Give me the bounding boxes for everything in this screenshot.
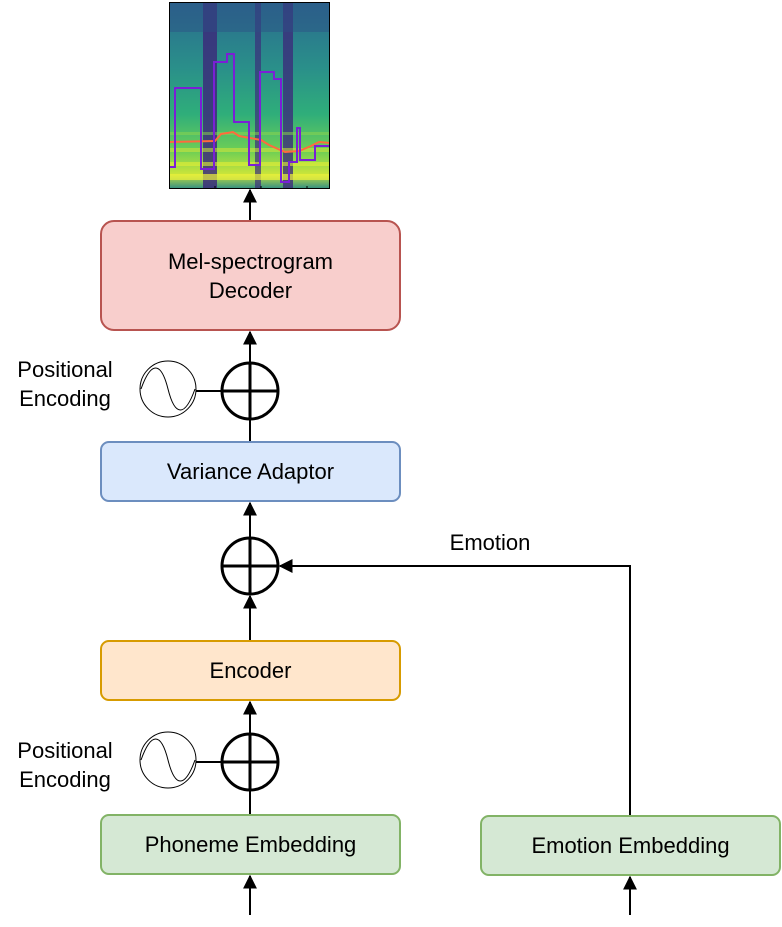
sum-node-positional-top xyxy=(220,361,280,421)
mel-decoder-label: Mel-spectrogram Decoder xyxy=(167,248,334,303)
encoder-label: Encoder xyxy=(209,658,292,683)
phoneme-embedding-box: Phoneme Embedding xyxy=(100,814,401,875)
emotion-path-arrow xyxy=(278,559,631,815)
encoder-box: Encoder xyxy=(100,640,401,701)
variance-adaptor-box: Variance Adaptor xyxy=(100,441,401,502)
mel-spectrogram-decoder-box: Mel-spectrogram Decoder xyxy=(100,220,401,331)
sum-node-emotion xyxy=(220,536,280,596)
emotion-embedding-label: Emotion Embedding xyxy=(531,833,730,858)
variance-adaptor-label: Variance Adaptor xyxy=(166,459,335,484)
emotion-label: Emotion xyxy=(449,530,531,555)
mel-spectrogram-image xyxy=(169,2,330,189)
positional-encoding-label-top: Positional Encoding xyxy=(17,357,113,411)
emotion-embedding-box: Emotion Embedding xyxy=(480,815,781,876)
sine-wave-icon xyxy=(139,731,197,789)
positional-encoding-label-bottom: Positional Encoding xyxy=(17,738,113,792)
phoneme-embedding-label: Phoneme Embedding xyxy=(144,832,357,857)
sine-wave-icon xyxy=(139,360,197,418)
sum-node-positional-bottom xyxy=(220,732,280,792)
